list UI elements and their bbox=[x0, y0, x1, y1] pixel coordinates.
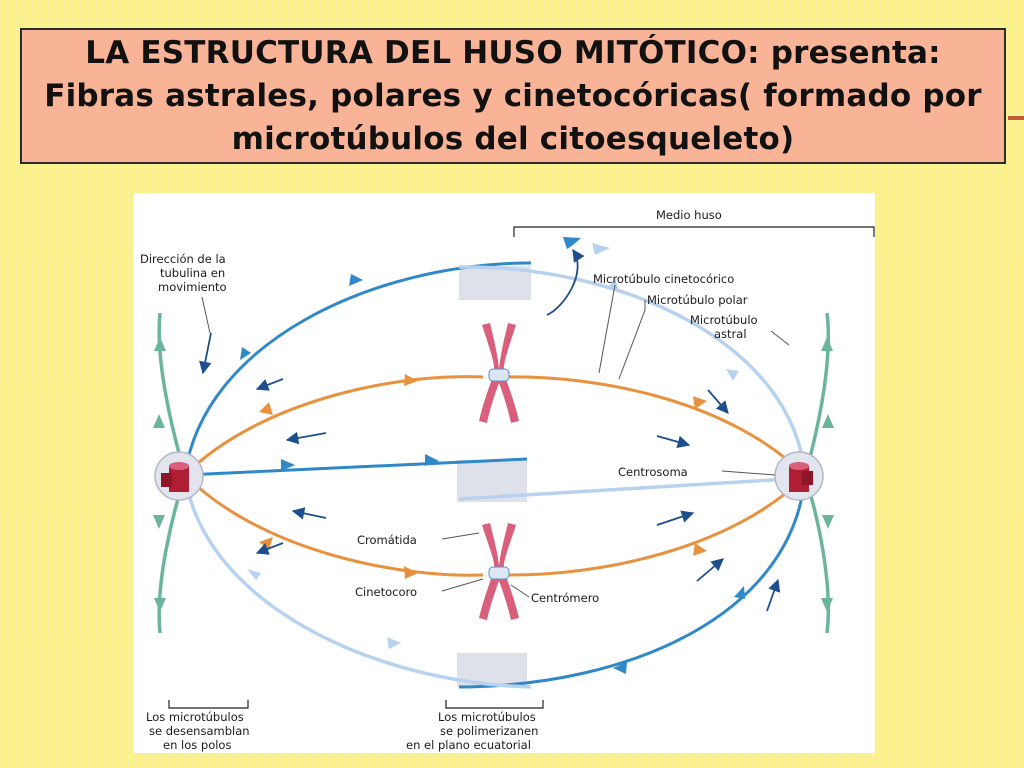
label-mt-astral-1: Microtúbulo bbox=[690, 313, 758, 327]
label-ecuatorial-2: se polimerizanen bbox=[440, 724, 538, 738]
mitotic-spindle-figure: Medio huso Dirección de la tubulina en m… bbox=[133, 193, 875, 753]
title-box: La estructura del huso mitótico: present… bbox=[20, 28, 1006, 164]
leader-lines bbox=[201, 284, 790, 598]
label-centrosoma: Centrosoma bbox=[618, 465, 688, 479]
bottom-brackets bbox=[168, 700, 544, 709]
polymerization-zone-top bbox=[459, 266, 531, 300]
label-ecuatorial-1: Los microtúbulos bbox=[438, 710, 536, 724]
spindle-diagram: Medio huso Dirección de la tubulina en m… bbox=[140, 208, 875, 752]
polar-arrows-dark bbox=[240, 274, 745, 674]
label-mt-polar: Microtúbulo polar bbox=[647, 293, 748, 307]
label-direccion-1: Dirección de la bbox=[140, 252, 226, 266]
label-direccion-2: tubulina en bbox=[160, 266, 225, 280]
polar-microtubules-light bbox=[183, 265, 807, 689]
chromosome-top bbox=[479, 323, 519, 423]
kinetochore-microtubules bbox=[183, 375, 807, 577]
title-caps: La estructura del huso mitótico: bbox=[85, 34, 760, 71]
label-polos-2: se desensamblan bbox=[149, 724, 250, 738]
astral-arrows bbox=[153, 337, 834, 612]
polar-arrows-light bbox=[247, 278, 739, 649]
label-cinetocoro: Cinetocoro bbox=[355, 585, 417, 599]
centrosome-right bbox=[774, 451, 824, 501]
label-direccion-3: movimiento bbox=[158, 280, 227, 294]
half-spindle-bracket bbox=[513, 226, 875, 237]
tubulin-direction-arrows bbox=[199, 248, 781, 612]
label-medio-huso: Medio huso bbox=[656, 208, 722, 222]
decorative-line bbox=[1008, 116, 1024, 120]
title-rest: presenta: Fibras astrales, polares y cin… bbox=[44, 34, 982, 157]
tubulin-subunit-icons bbox=[563, 237, 610, 255]
label-ecuatorial-3: en el plano ecuatorial bbox=[406, 738, 531, 752]
label-centromero: Centrómero bbox=[531, 591, 599, 605]
chromosome-bottom bbox=[479, 523, 519, 620]
label-polos-3: en los polos bbox=[163, 738, 231, 752]
centrosome-left bbox=[154, 451, 204, 501]
label-cromatida: Cromátida bbox=[357, 533, 417, 547]
label-polos-1: Los microtúbulos bbox=[146, 710, 244, 724]
slide-title: La estructura del huso mitótico: present… bbox=[42, 32, 984, 161]
label-mt-cinetocorico: Microtúbulo cinetocórico bbox=[593, 272, 734, 286]
label-mt-astral-2: astral bbox=[714, 327, 747, 341]
